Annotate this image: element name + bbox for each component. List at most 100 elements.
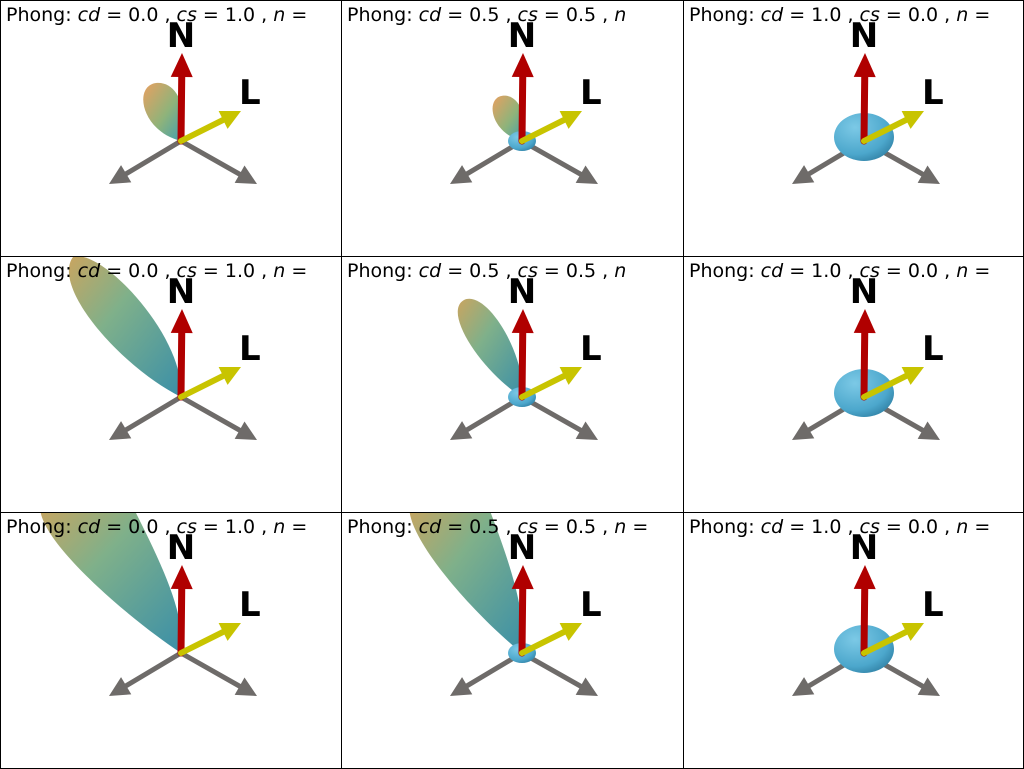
light-label: L xyxy=(580,329,602,369)
caption-model: Phong: xyxy=(347,260,419,282)
light-label: L xyxy=(922,73,944,113)
caption-cd-symbol: cd xyxy=(77,4,101,26)
x-axis-arrow xyxy=(109,394,184,440)
panel-caption: Phong: cd = 0.5 , cs = 0.5 , n xyxy=(347,4,626,26)
light-arrow xyxy=(519,623,582,656)
y-axis-arrow xyxy=(178,650,257,696)
light-label: L xyxy=(922,329,944,369)
caption-n-symbol: n xyxy=(273,260,286,282)
caption-n-value: = xyxy=(968,516,991,538)
caption-model: Phong: xyxy=(6,4,78,26)
normal-arrow xyxy=(170,309,193,401)
caption-cs-symbol: cs xyxy=(859,260,880,282)
caption-cs-symbol: cs xyxy=(859,4,880,26)
panel-caption: Phong: cd = 1.0 , cs = 0.0 , n = xyxy=(689,516,990,538)
caption-cs-symbol: cs xyxy=(176,260,197,282)
caption-cd-value: = 1.0 , xyxy=(783,260,860,282)
specular-lobe xyxy=(409,513,523,653)
x-axis-arrow xyxy=(109,650,184,696)
caption-cd-value: = 0.5 , xyxy=(441,260,518,282)
panel-caption: Phong: cd = 0.0 , cs = 1.0 , n = xyxy=(6,260,307,282)
caption-model: Phong: xyxy=(689,516,761,538)
normal-label: N xyxy=(508,272,536,312)
caption-n-value: = xyxy=(968,4,991,26)
caption-model: Phong: xyxy=(6,260,78,282)
panel-caption: Phong: cd = 1.0 , cs = 0.0 , n = xyxy=(689,4,990,26)
caption-n-value: = xyxy=(285,4,308,26)
normal-arrow xyxy=(511,309,534,401)
caption-n-value: = xyxy=(968,260,991,282)
lobe-scene: NL xyxy=(409,513,602,696)
caption-model: Phong: xyxy=(347,4,419,26)
light-arrow xyxy=(519,111,582,144)
light-arrow xyxy=(178,623,241,656)
caption-cs-symbol: cs xyxy=(517,516,538,538)
caption-cs-value: = 0.0 , xyxy=(879,4,957,26)
specular-lobe xyxy=(457,298,523,397)
caption-cs-value: = 0.0 , xyxy=(879,516,957,538)
caption-cd-value: = 0.0 , xyxy=(100,260,177,282)
lobe-scene: NL xyxy=(792,16,944,184)
caption-n-symbol: n xyxy=(614,516,627,538)
lobe-scene: NL xyxy=(792,528,944,696)
caption-cd-symbol: cd xyxy=(760,516,784,538)
caption-cd-symbol: cd xyxy=(760,4,784,26)
caption-cs-symbol: cs xyxy=(859,516,880,538)
caption-cd-symbol: cd xyxy=(418,4,442,26)
lobe-scene: NL xyxy=(41,513,261,696)
light-arrow xyxy=(519,367,582,400)
y-axis-arrow xyxy=(519,138,598,184)
caption-cs-value: = 0.5 , xyxy=(537,260,615,282)
normal-arrow xyxy=(853,565,876,657)
caption-cs-value: = 1.0 , xyxy=(196,260,274,282)
normal-arrow xyxy=(170,565,193,657)
caption-cd-symbol: cd xyxy=(418,260,442,282)
lobe-scene: NL xyxy=(450,16,602,184)
caption-model: Phong: xyxy=(6,516,78,538)
caption-cs-symbol: cs xyxy=(176,4,197,26)
y-axis-arrow xyxy=(178,394,257,440)
light-arrow xyxy=(178,367,241,400)
light-arrow xyxy=(861,111,924,144)
caption-model: Phong: xyxy=(347,516,419,538)
lobe-scene: NL xyxy=(792,272,944,440)
caption-cd-symbol: cd xyxy=(77,516,101,538)
light-label: L xyxy=(239,329,261,369)
caption-n-symbol: n xyxy=(956,260,969,282)
normal-label: N xyxy=(850,272,878,312)
caption-n-symbol: n xyxy=(956,4,969,26)
caption-cs-symbol: cs xyxy=(517,4,538,26)
caption-cd-symbol: cd xyxy=(418,516,442,538)
panel-caption: Phong: cd = 0.5 , cs = 0.5 , n xyxy=(347,260,626,282)
normal-arrow xyxy=(853,309,876,401)
light-label: L xyxy=(922,585,944,625)
caption-cs-value: = 1.0 , xyxy=(196,516,274,538)
caption-cd-symbol: cd xyxy=(77,260,101,282)
caption-n-symbol: n xyxy=(273,4,286,26)
light-label: L xyxy=(239,73,261,113)
y-axis-arrow xyxy=(519,394,598,440)
lobe-scene: NL xyxy=(68,257,261,440)
caption-n-symbol: n xyxy=(273,516,286,538)
caption-cs-value: = 0.0 , xyxy=(879,260,957,282)
caption-n-symbol: n xyxy=(614,4,627,26)
normal-label: N xyxy=(167,272,195,312)
caption-model: Phong: xyxy=(689,4,761,26)
specular-lobe xyxy=(41,513,182,653)
caption-cd-value: = 0.5 , xyxy=(441,516,518,538)
light-label: L xyxy=(580,73,602,113)
normal-arrow xyxy=(511,565,534,657)
normal-label: N xyxy=(508,528,536,568)
light-label: L xyxy=(580,585,602,625)
normal-arrow xyxy=(853,53,876,145)
x-axis-arrow xyxy=(450,138,525,184)
caption-cd-value: = 0.0 , xyxy=(100,4,177,26)
